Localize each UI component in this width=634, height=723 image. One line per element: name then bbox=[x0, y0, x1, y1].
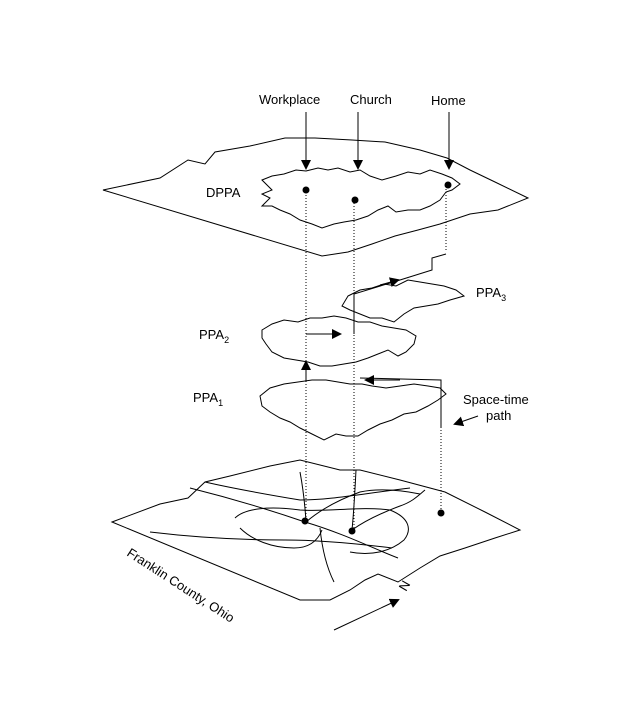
county-label: Franklin County, Ohio bbox=[124, 545, 237, 626]
ppa2-label: PPA2 bbox=[199, 327, 229, 345]
north-arrow bbox=[333, 598, 400, 631]
projection-lines bbox=[305, 186, 447, 530]
space-time-label-line2: path bbox=[486, 408, 511, 423]
ppa3-label: PPA3 bbox=[476, 285, 506, 303]
dppa-region bbox=[260, 167, 461, 229]
north-label: N bbox=[396, 578, 414, 594]
road-network bbox=[149, 469, 426, 583]
dppa-home-dot bbox=[444, 181, 452, 189]
space-time-label-line1: Space-time bbox=[463, 392, 529, 407]
dppa-label: DPPA bbox=[206, 185, 241, 200]
dppa-plane bbox=[102, 137, 530, 257]
ppa1-region bbox=[259, 379, 447, 441]
county-map-plane bbox=[110, 459, 522, 601]
ppa1-label: PPA1 bbox=[193, 390, 223, 408]
church-label: Church bbox=[350, 92, 392, 107]
dppa-church-dot bbox=[351, 196, 359, 204]
path-arrows bbox=[320, 277, 400, 385]
space-time-pointer-arrow bbox=[453, 415, 479, 427]
workplace-label: Workplace bbox=[259, 92, 320, 107]
home-label: Home bbox=[431, 93, 466, 108]
map-church-dot bbox=[348, 527, 356, 535]
dppa-workplace-dot bbox=[302, 186, 310, 194]
ppa2-region bbox=[261, 315, 417, 367]
ppa3-region bbox=[341, 279, 466, 323]
map-home-dot bbox=[437, 509, 445, 517]
location-dots bbox=[301, 181, 452, 535]
map-workplace-dot bbox=[301, 517, 309, 525]
location-arrows bbox=[301, 112, 454, 170]
